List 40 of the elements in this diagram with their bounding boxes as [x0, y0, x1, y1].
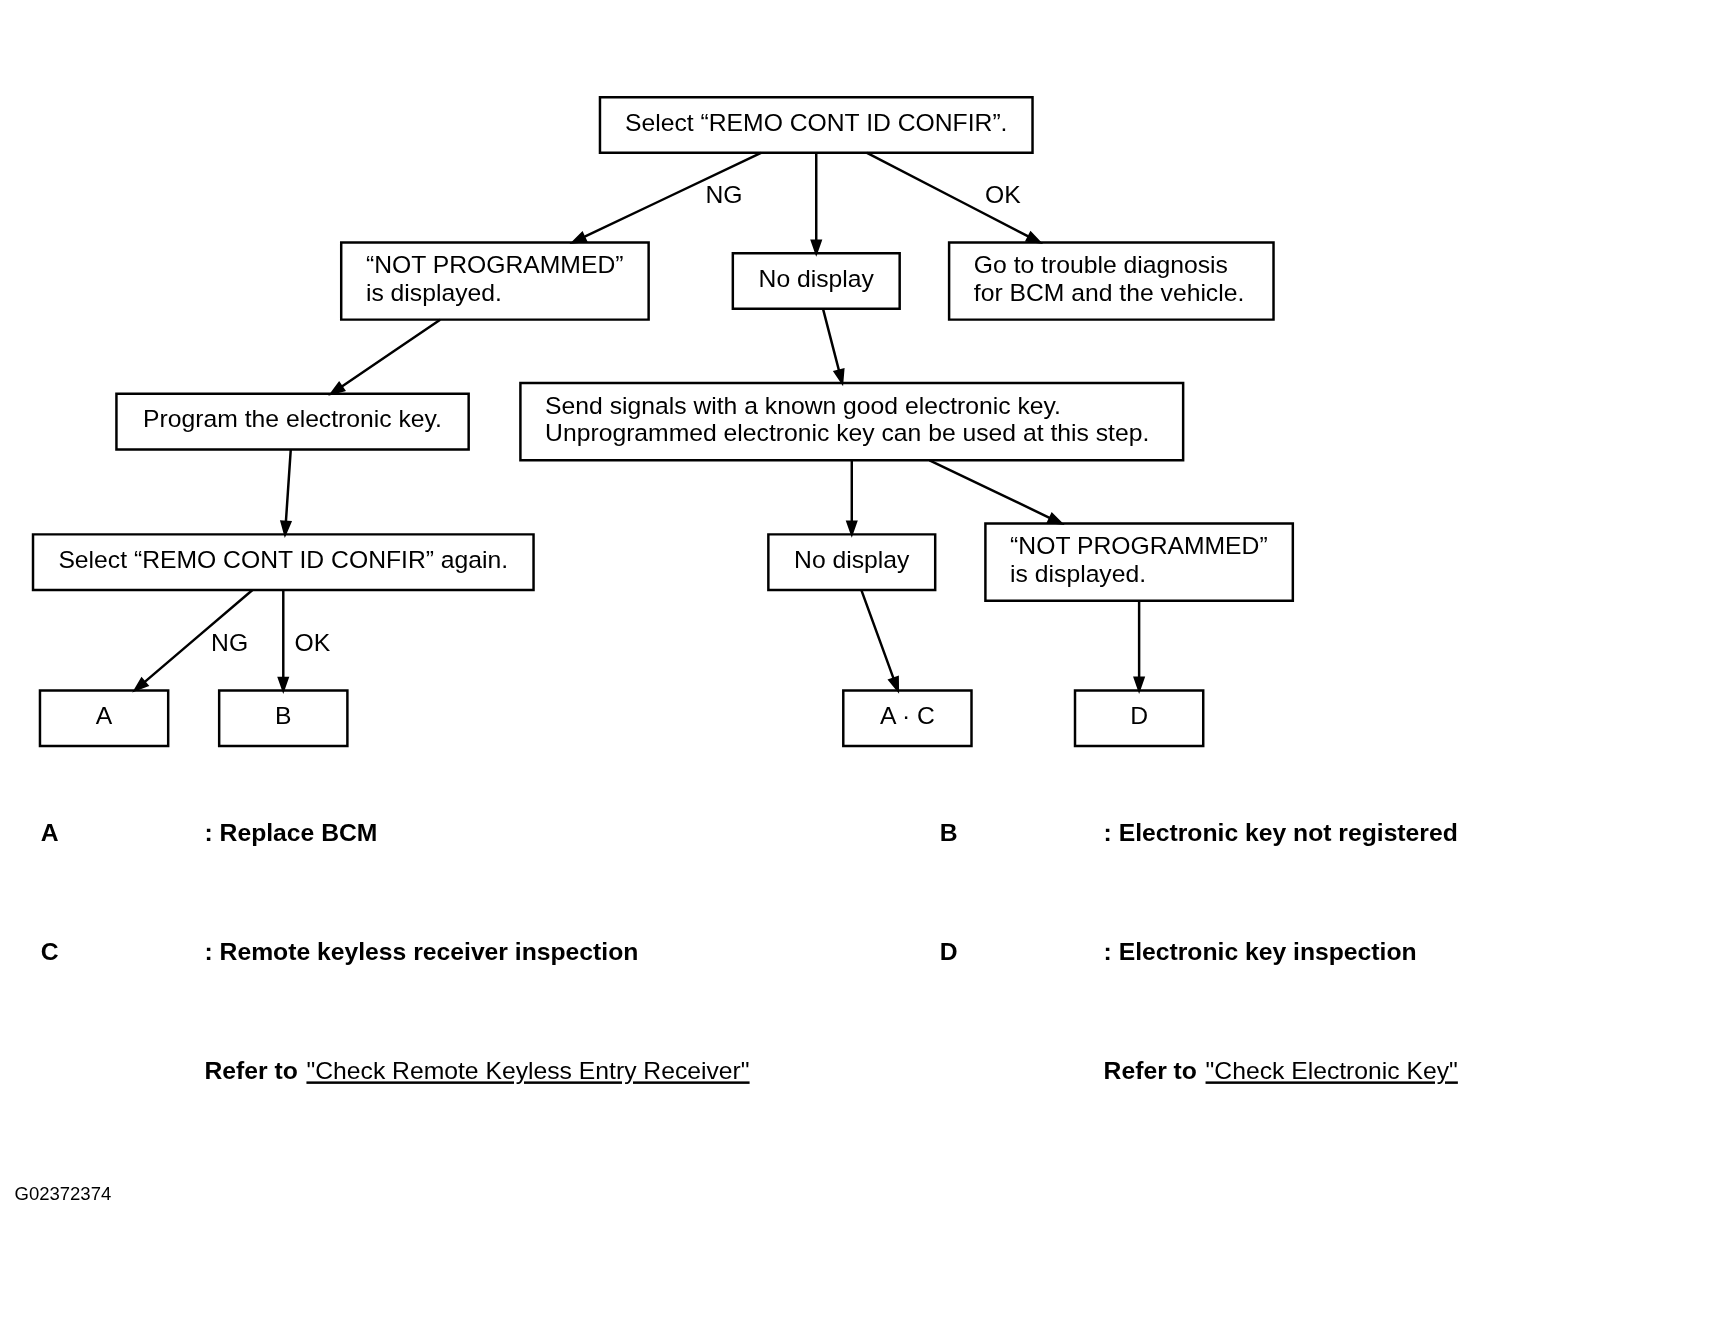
- label: : Replace BCM: [204, 818, 378, 846]
- arrow: [845, 460, 858, 538]
- arrow: [569, 151, 762, 244]
- arrow: [866, 151, 1044, 244]
- arrow: [929, 458, 1065, 525]
- label: C: [40, 937, 59, 965]
- node-box: “NOT PROGRAMMED” is displayed.: [339, 240, 650, 321]
- node-box: B: [217, 688, 349, 747]
- node-box: No display: [731, 251, 901, 310]
- node-box: Select “REMO CONT ID CONFIR” again.: [31, 532, 535, 591]
- arrow: [277, 589, 290, 694]
- arrow: [132, 588, 254, 693]
- arrow: [328, 318, 441, 396]
- arrow: [821, 308, 845, 386]
- arrow: [1133, 600, 1146, 694]
- node-box: “NOT PROGRAMMED” is displayed.: [984, 521, 1295, 602]
- label: Refer to "Check Electronic Key": [1103, 1056, 1458, 1084]
- node-box: Send signals with a known good electronic key. Unprogrammed electronic key can be used at this step.: [519, 381, 1185, 461]
- label: G02372374: [14, 1182, 112, 1204]
- arrow: [810, 152, 823, 257]
- node-box: No display: [767, 532, 937, 591]
- node-box: Select “REMO CONT ID CONFIR”.: [598, 95, 1034, 154]
- arrow: [860, 589, 900, 694]
- node-box: A · C: [842, 688, 973, 747]
- node-box: Program the electronic key.: [115, 392, 470, 451]
- label: A: [40, 818, 59, 846]
- label: D: [939, 937, 958, 965]
- edge-label: OK: [984, 180, 1021, 208]
- edge-label: NG: [705, 180, 743, 208]
- label: Refer to "Check Remote Keyless Entry Receiver": [204, 1056, 750, 1084]
- edge-label: NG: [211, 628, 249, 656]
- label: : Electronic key inspection: [1103, 937, 1417, 965]
- label: B: [939, 818, 958, 846]
- arrow: [279, 449, 293, 538]
- edge-label: OK: [294, 628, 331, 656]
- node-box: A: [38, 688, 170, 747]
- node-box: D: [1073, 688, 1205, 747]
- label: : Electronic key not registered: [1103, 818, 1458, 846]
- node-box: Go to trouble diagnosis for BCM and the vehicle.: [947, 240, 1275, 321]
- label: : Remote keyless receiver inspection: [204, 937, 639, 965]
